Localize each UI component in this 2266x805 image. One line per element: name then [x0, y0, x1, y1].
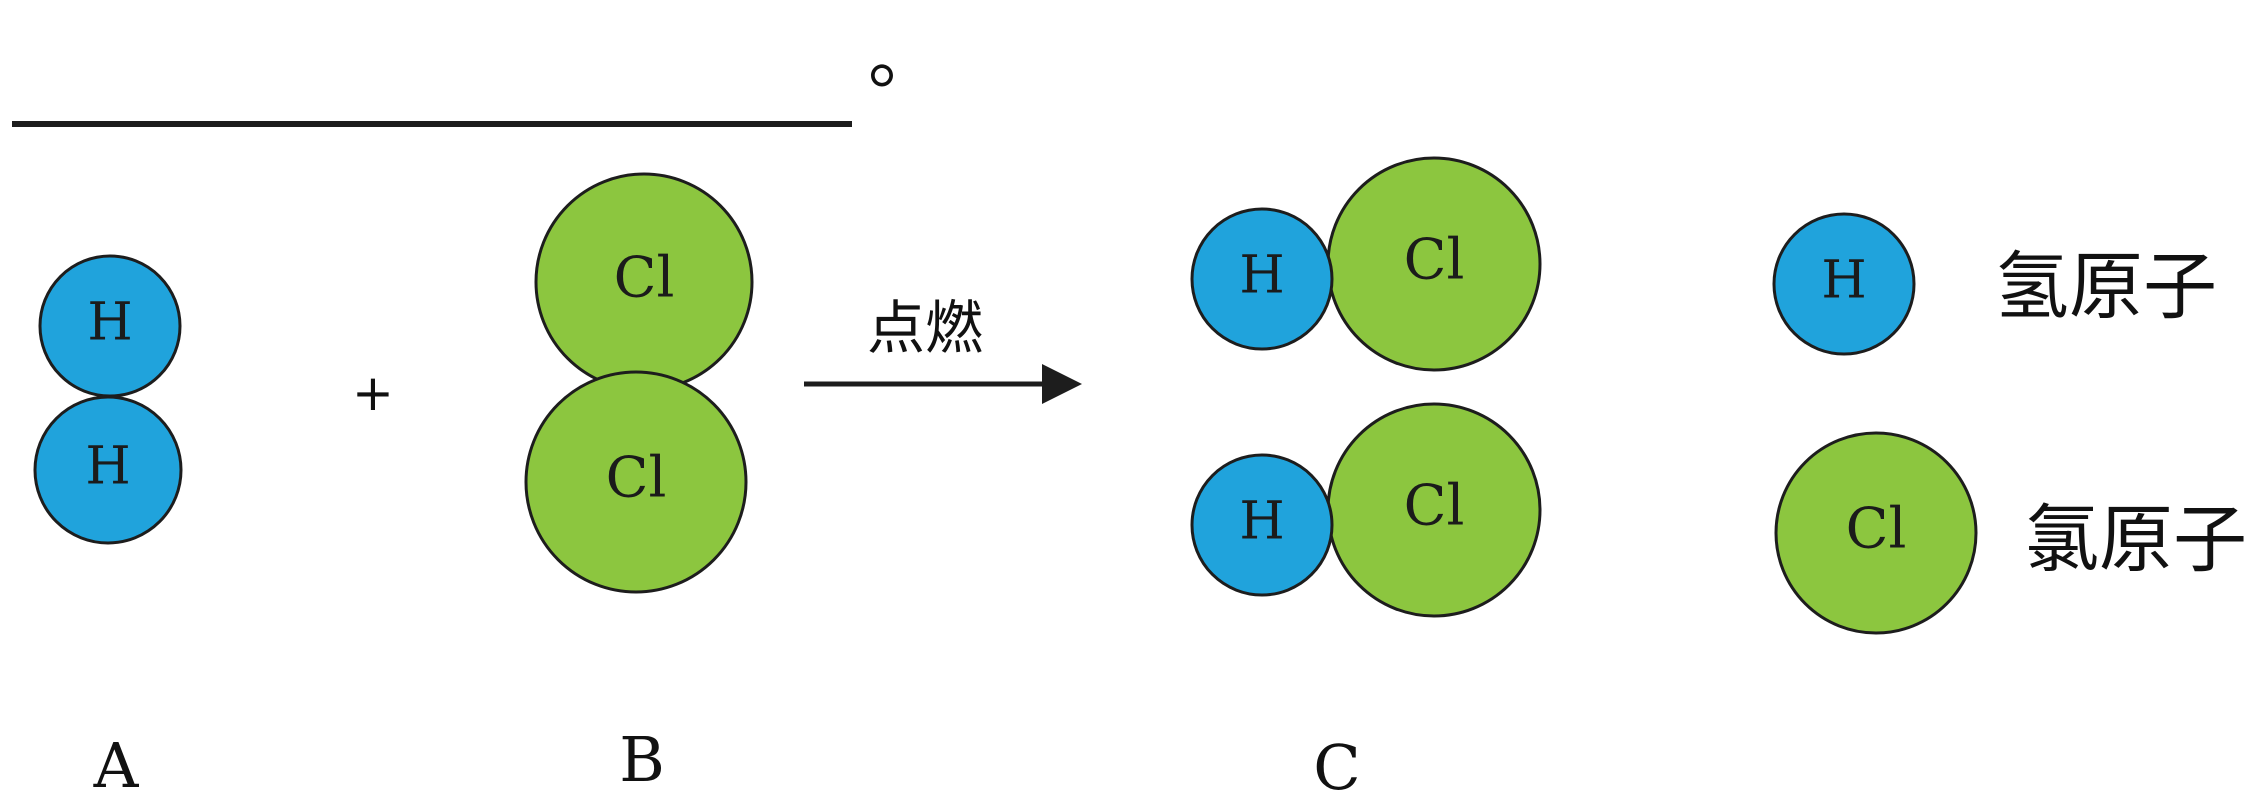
chlorine-symbol: Cl	[1846, 497, 1907, 562]
legend-chlorine: Cl 氯原子	[1774, 431, 2247, 635]
chlorine-atom	[524, 370, 748, 594]
chlorine-symbol: Cl	[1404, 474, 1465, 539]
hydrogen-symbol: H	[1821, 251, 1866, 311]
hydrogen-symbol: H	[1239, 246, 1284, 306]
plus-sign: +	[352, 364, 394, 422]
hydrogen-symbol: H	[85, 437, 130, 497]
molecule-c-hcl-top: Cl H	[1190, 156, 1542, 372]
chlorine-legend-atom	[1774, 431, 1978, 635]
hydrogen-atom	[1190, 453, 1334, 597]
chlorine-symbol: Cl	[1404, 228, 1465, 293]
chlorine-symbol: Cl	[606, 446, 667, 511]
chlorine-symbol: Cl	[614, 246, 675, 311]
molecule-c-hcl-bottom: Cl H	[1190, 402, 1542, 618]
hydrogen-atom	[33, 395, 183, 545]
panel-label-a: A	[93, 729, 140, 802]
legend-hydrogen: H 氢原子	[1772, 212, 2217, 356]
panel-label-b: B	[619, 723, 665, 796]
molecule-a-hydrogen: H H	[33, 254, 183, 545]
reaction-condition: 点燃	[867, 294, 983, 362]
hydrogen-symbol: H	[87, 293, 132, 353]
hydrogen-legend-atom	[1772, 212, 1916, 356]
hydrogen-legend-label: 氢原子	[1995, 244, 2217, 330]
hydrogen-symbol: H	[1239, 492, 1284, 552]
molecule-b-chlorine: Cl Cl	[524, 172, 754, 594]
hydrogen-atom	[1190, 207, 1334, 351]
panel-label-c: C	[1313, 731, 1360, 804]
sentence-period: 。	[868, 15, 940, 99]
chlorine-legend-label: 氯原子	[2025, 497, 2247, 583]
reaction-arrow-head	[1042, 364, 1082, 404]
